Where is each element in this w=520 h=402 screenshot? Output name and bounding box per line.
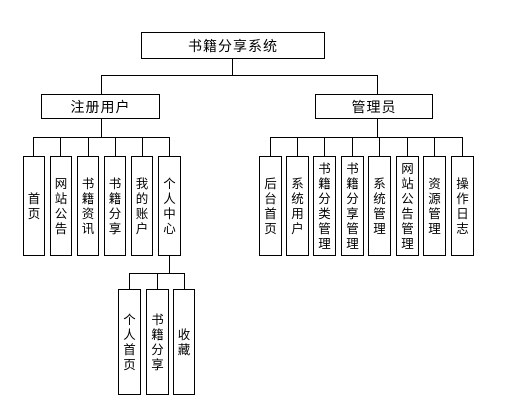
- admin-child-node: 网 站 公 告 管 理: [396, 156, 419, 256]
- connector-root-hbar: [101, 75, 378, 76]
- admin-child-label: 系 统 管 理: [373, 176, 386, 236]
- user-branch-label: 注册用户: [70, 99, 131, 116]
- personal-child-node: 收 藏: [173, 289, 195, 395]
- admin-child-node: 系 统 用 户: [286, 156, 309, 256]
- personal-child-node: 书 籍 分 享: [146, 289, 169, 395]
- personal-child-node: 个 人 首 页: [118, 289, 141, 395]
- personal-child-label: 收 藏: [177, 327, 191, 357]
- user-child-label: 书 籍 分 享: [108, 176, 122, 236]
- user-child-label: 个 人 中 心: [163, 176, 176, 236]
- connector-user-child-1: [33, 137, 34, 156]
- connector-admin-child-3: [324, 137, 325, 156]
- root-label: 书籍分享系统: [188, 38, 278, 55]
- admin-child-label: 资 源 管 理: [428, 176, 441, 236]
- user-child-node: 书 籍 资 讯: [77, 156, 99, 256]
- admin-child-label: 网 站 公 告 管 理: [401, 161, 414, 251]
- admin-child-label: 后 台 首 页: [264, 176, 277, 236]
- admin-child-node: 操 作 日 志: [451, 156, 474, 256]
- connector-personal-child-3: [184, 273, 185, 289]
- admin-child-label: 操 作 日 志: [456, 176, 469, 236]
- personal-center-node: 个 人 中 心: [158, 156, 181, 256]
- connector-root-down: [232, 59, 233, 75]
- connector-admin-child-1: [270, 137, 271, 156]
- connector-user-child-4: [115, 137, 116, 156]
- admin-branch-label: 管理员: [351, 99, 397, 116]
- user-branch-node: 注册用户: [41, 94, 160, 119]
- connector-to-admin: [377, 75, 378, 94]
- admin-child-label: 系 统 用 户: [291, 176, 304, 236]
- admin-child-label: 书 籍 分 享 管 理: [346, 161, 359, 251]
- user-child-node: 首 页: [23, 156, 45, 256]
- user-child-label: 网 站 公 告: [54, 176, 68, 236]
- connector-admin-child-8: [462, 137, 463, 156]
- user-child-label: 首 页: [27, 191, 41, 221]
- connector-admin-child-7: [434, 137, 435, 156]
- connector-user-hbar: [33, 137, 170, 138]
- connector-admin-child-6: [407, 137, 408, 156]
- connector-user-down: [101, 119, 102, 137]
- connector-admin-child-2: [297, 137, 298, 156]
- connector-user-child-3: [88, 137, 89, 156]
- connector-user-child-5: [142, 137, 143, 156]
- root-node: 书籍分享系统: [141, 32, 325, 59]
- admin-child-node: 资 源 管 理: [423, 156, 446, 256]
- personal-child-label: 个 人 首 页: [123, 312, 136, 372]
- admin-child-label: 书 籍 分 类 管 理: [318, 161, 331, 251]
- user-child-label: 我 的 账 户: [135, 176, 149, 236]
- connector-user-child-2: [60, 137, 61, 156]
- admin-child-node: 书 籍 分 享 管 理: [341, 156, 364, 256]
- connector-admin-child-4: [352, 137, 353, 156]
- personal-child-label: 书 籍 分 享: [151, 312, 164, 372]
- connector-personal-down: [169, 256, 170, 273]
- admin-child-node: 系 统 管 理: [368, 156, 391, 256]
- admin-child-node: 书 籍 分 类 管 理: [313, 156, 336, 256]
- connector-personal-child-2: [157, 273, 158, 289]
- connector-admin-down: [377, 119, 378, 137]
- user-child-label: 书 籍 资 讯: [81, 176, 95, 236]
- user-child-node: 书 籍 分 享: [104, 156, 126, 256]
- connector-to-user: [101, 75, 102, 94]
- user-child-node: 我 的 账 户: [131, 156, 153, 256]
- connector-admin-hbar: [270, 137, 463, 138]
- admin-child-node: 后 台 首 页: [259, 156, 282, 256]
- admin-branch-node: 管理员: [315, 94, 433, 119]
- user-child-node: 网 站 公 告: [50, 156, 72, 256]
- connector-admin-child-5: [379, 137, 380, 156]
- connector-personal-child-1: [129, 273, 130, 289]
- connector-user-child-6: [169, 137, 170, 156]
